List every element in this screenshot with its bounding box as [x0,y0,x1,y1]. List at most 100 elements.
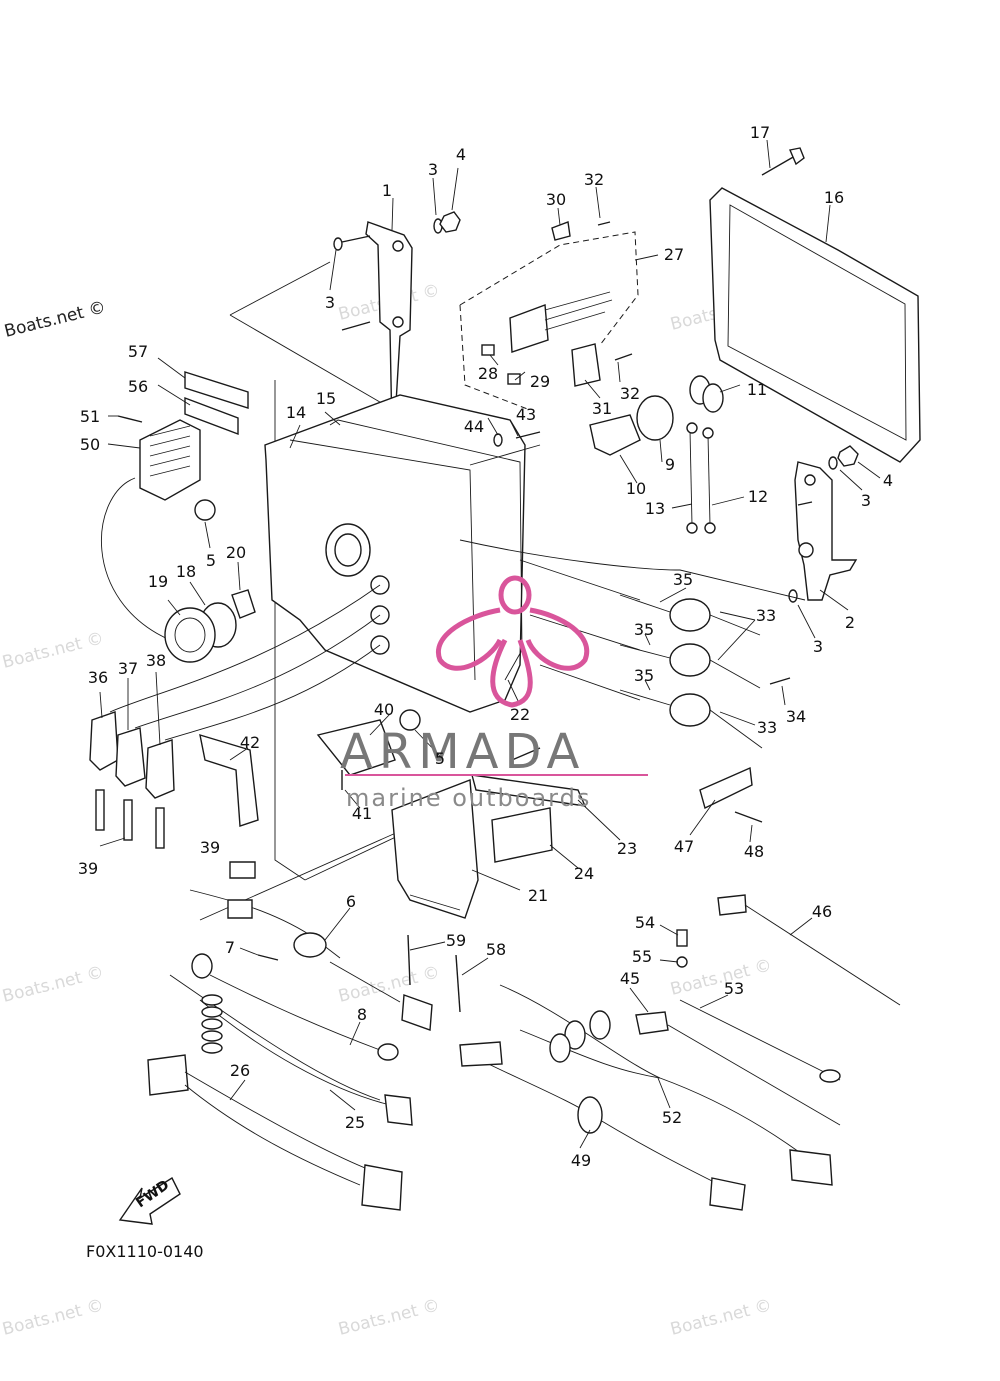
watermark-text: Boats.net © [0,962,105,1006]
leader [469,444,541,466]
bracket-42 [199,733,259,827]
gasket-inner [727,204,907,441]
coil-wire [519,559,641,601]
callout-54: 54 [635,913,655,932]
fuse-lead [544,291,611,311]
callout-39: 39 [200,838,220,857]
connector-26 [147,1054,189,1096]
bracket-hole [804,474,816,486]
callout-52: 52 [662,1108,682,1127]
watermark-text: Boats.net © [2,297,107,341]
washer-3 [828,456,838,470]
callout-56: 56 [128,377,148,396]
callout-35: 35 [634,666,654,685]
stud-bolt [797,501,813,506]
label-56 [184,396,239,436]
brand-name: ARMADA [340,724,585,780]
connector-46 [717,894,747,916]
rectifier-fins [149,425,191,477]
hightension-cord [164,644,381,741]
cover-edge [289,439,476,681]
callout-24: 24 [574,864,594,883]
connector [384,1094,413,1126]
drawing-code: F0X1110-0140 [86,1242,204,1261]
lead [329,961,401,1003]
fwd-arrow: FWD [118,1176,181,1225]
callout-51: 51 [80,407,100,426]
callout-44: 44 [464,417,484,436]
lead-6 [189,889,341,959]
bolt-48 [734,811,763,823]
harness-25 [199,999,391,1106]
callout-50: 50 [80,435,100,454]
callout-21: 21 [528,886,548,905]
plug-cap-37 [115,727,146,787]
callout-45: 45 [620,969,640,988]
bracket-hole [798,542,814,558]
bolt-43 [515,431,541,439]
callout-18: 18 [176,562,196,581]
ecm-connector [409,894,461,911]
connector [361,1164,403,1211]
terminal [819,1069,841,1083]
callout-8: 8 [357,1005,367,1024]
spark-plug-39 [123,799,133,841]
leader-lines [99,139,881,1149]
lead-13 [689,429,693,526]
tie-59 [407,934,411,986]
terminal [702,427,714,439]
nut-5 [399,709,421,731]
watermark-text: Boats.net © [668,1295,773,1339]
label-57 [184,371,249,409]
callout-26: 26 [230,1061,250,1080]
callout-3: 3 [813,637,823,656]
coil-frame-line [459,539,806,601]
lead-46 [744,904,901,1006]
callout-7: 7 [225,938,235,957]
callout-15: 15 [316,389,336,408]
washer-44 [493,433,503,447]
watermark-text: Boats.net © [336,962,441,1006]
grommet-6 [293,932,327,958]
frame-line [229,314,386,406]
callout-19: 19 [148,572,168,591]
group-27-box [459,231,639,346]
bracket-2 [794,461,858,601]
callout-49: 49 [571,1151,591,1170]
ignition-coil-33 [619,689,763,749]
callout-22: 22 [510,705,530,724]
callout-14: 14 [286,403,306,422]
watermark-text: Boats.net © [336,1295,441,1339]
ecm-21 [391,779,479,919]
callout-59: 59 [446,931,466,950]
callout-37: 37 [118,659,138,678]
clip-20 [231,589,256,619]
callout-12: 12 [748,487,768,506]
callout-36: 36 [88,668,108,687]
plug-cap-38 [145,739,175,799]
connector-45 [635,1011,669,1035]
callout-10: 10 [626,479,646,498]
bracket-hole [392,240,404,252]
bracket-30 [551,221,571,241]
leader [99,837,126,847]
harness-52 [499,984,811,1161]
callout-25: 25 [345,1113,365,1132]
bracket-47 [699,766,753,809]
bolt-51 [117,415,143,423]
screw-17 [761,155,796,176]
tie-58 [455,954,461,1013]
callout-27: 27 [664,245,684,264]
callout-3: 3 [861,491,871,510]
callout-35: 35 [634,620,654,639]
bracket-40 [316,719,396,776]
connector [709,1177,746,1211]
plate-24 [491,807,553,863]
group-27-box [459,304,531,411]
callout-3: 3 [428,160,438,179]
callout-31: 31 [592,399,612,418]
callout-30: 30 [546,190,566,209]
line-art: FWD [89,147,921,1225]
